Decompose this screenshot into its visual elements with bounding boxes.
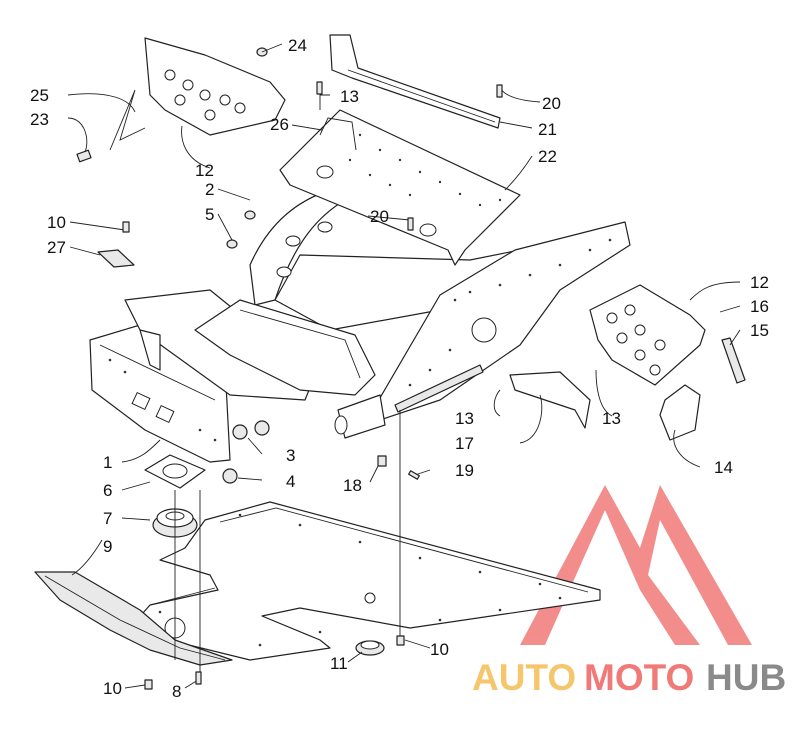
cover-rivets — [348, 133, 502, 207]
grommet-plate — [144, 454, 206, 489]
grommet-11 — [355, 640, 385, 656]
callout-19: 19 — [455, 461, 474, 480]
callout-13-right: 13 — [602, 409, 621, 428]
fasteners — [122, 81, 503, 690]
callout-18: 18 — [343, 476, 362, 495]
callout-13-top: 13 — [340, 87, 359, 106]
belly-pan-rivets — [158, 513, 562, 647]
mount-bracket-right — [589, 284, 706, 386]
rear-bumper-strip — [329, 34, 501, 129]
watermark-moto: MOTO — [584, 657, 694, 698]
decal-27 — [97, 249, 135, 268]
callout-10-bottom: 10 — [103, 679, 122, 698]
watermark-hub: HUB — [706, 657, 786, 698]
callout-17: 17 — [455, 434, 474, 453]
callout-12-top: 12 — [195, 161, 214, 180]
logo-triangle-mark — [520, 485, 752, 645]
callout-4: 4 — [286, 472, 295, 491]
callout-16: 16 — [750, 297, 769, 316]
grab-handle — [319, 117, 357, 151]
callout-1: 1 — [103, 453, 112, 472]
callout-23: 23 — [30, 110, 49, 129]
callout-3: 3 — [286, 446, 295, 465]
watermark-text: AUTO MOTO HUB — [472, 657, 786, 698]
hinge-strip — [721, 337, 746, 384]
callout-2: 2 — [205, 180, 214, 199]
callout-8: 8 — [172, 682, 181, 701]
callout-24: 24 — [288, 36, 307, 55]
callout-22: 22 — [538, 147, 557, 166]
callout-12-right: 12 — [750, 273, 769, 292]
callout-9: 9 — [103, 537, 112, 556]
tunnel-cover-plate — [279, 109, 521, 266]
callout-numbers: 24 25 23 12 13 20 21 22 26 2 5 20 10 27 … — [30, 36, 769, 701]
cable-loop — [109, 89, 146, 151]
callout-7: 7 — [103, 509, 112, 528]
chassis-frame — [89, 189, 631, 484]
watermark-logo — [520, 485, 752, 645]
callout-10-top: 10 — [47, 213, 66, 232]
watermark-auto: AUTO — [472, 657, 576, 698]
callout-20-top: 20 — [542, 94, 561, 113]
leader-lines — [67, 43, 741, 689]
chassis-rivets — [108, 238, 612, 442]
callout-15: 15 — [750, 321, 769, 340]
callout-11: 11 — [330, 654, 348, 673]
front-skid-plate — [34, 571, 233, 666]
callout-5: 5 — [205, 205, 214, 224]
callout-27: 27 — [47, 238, 66, 257]
callout-6: 6 — [103, 481, 112, 500]
mount-bracket-left — [144, 37, 286, 136]
callout-21: 21 — [538, 120, 557, 139]
bracket-14 — [659, 384, 701, 441]
callout-25: 25 — [30, 86, 49, 105]
logo-inner-notch — [600, 570, 640, 600]
callout-20-mid: 20 — [370, 207, 389, 226]
bolt-23 — [76, 149, 92, 163]
bracket-17 — [509, 371, 591, 429]
callout-10-right: 10 — [430, 640, 449, 659]
callout-14: 14 — [714, 458, 733, 477]
callout-13-mid: 13 — [455, 409, 474, 428]
callout-26: 26 — [270, 115, 289, 134]
